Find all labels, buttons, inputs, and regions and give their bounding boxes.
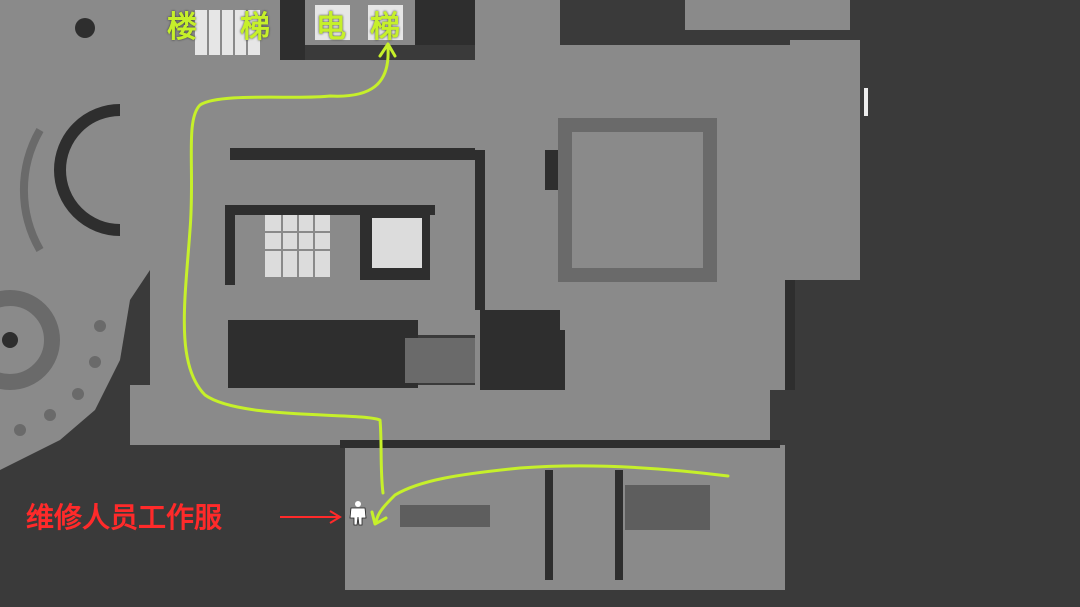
uniform-icon[interactable] [349,501,367,526]
wall [785,280,795,390]
far-east-block [790,40,860,280]
wall [545,150,560,190]
wall [228,320,418,388]
arrow-right-icon [280,510,342,524]
wall [480,310,560,390]
elevator-car [372,218,422,268]
elevator-label-2: 梯 [370,10,400,45]
wall [225,205,235,285]
wall [545,470,553,580]
top-elevator-b [368,5,403,40]
rooms [195,5,868,530]
route-to-elevator [182,46,390,495]
wall [280,0,305,60]
wall [555,330,565,390]
route-arrow-bottom [370,510,388,526]
left-round-hall [0,0,165,470]
route [182,42,730,526]
room-dark [405,338,475,383]
wall [340,440,780,448]
wall [225,205,435,215]
top-room-b [685,0,850,30]
door [864,88,868,116]
top-stairs [195,10,260,55]
top-room-a [475,0,560,50]
route-from-east [374,464,730,524]
item-label: 维修人员工作服 [26,501,223,534]
wall [230,148,475,160]
main-hall [130,385,770,445]
top-elevator-a [315,5,350,40]
wall [415,0,475,45]
wall [475,150,485,310]
wall [615,470,623,580]
stairs-label-2: 梯 [240,10,270,45]
round-hall-details [0,18,121,436]
walls [225,0,795,580]
east-room-u [558,118,717,282]
route-arrow-top [378,42,397,58]
bench [400,505,490,527]
stairs-label-1: 楼 [167,10,197,45]
elevator-label-1: 电 [316,10,346,45]
table [625,485,710,530]
